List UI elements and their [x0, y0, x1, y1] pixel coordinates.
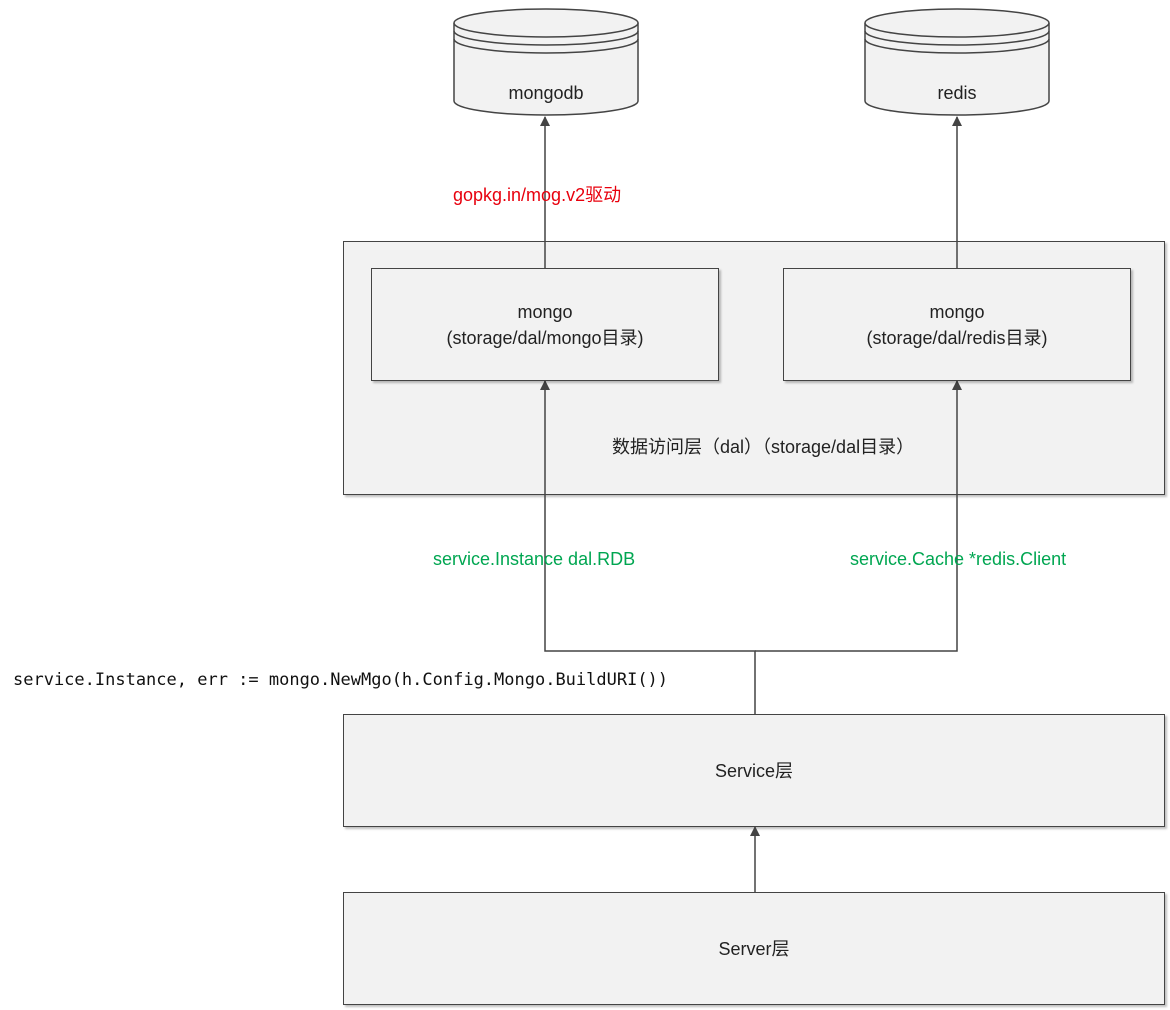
dal-mongo-title: mongo: [517, 301, 573, 322]
service-layer-label: Service层: [714, 760, 794, 781]
instance-edge-label: service.Instance dal.RDB: [433, 549, 636, 569]
driver-label: gopkg.in/mog.v2驱动: [453, 185, 622, 205]
dal-redis-title: mongo: [929, 301, 985, 322]
mongodb-label: mongodb: [508, 83, 584, 103]
server-layer-label: Server层: [718, 938, 790, 959]
code-snippet: service.Instance, err := mongo.NewMgo(h.…: [13, 670, 669, 690]
dal-redis-subtitle: (storage/dal/redis目录): [866, 327, 1048, 348]
server-layer: Server层: [343, 892, 1165, 1005]
database-cylinder-icon: [453, 8, 639, 116]
redis-database: redis: [863, 5, 1051, 117]
dal-mongo-subtitle: (storage/dal/mongo目录): [446, 327, 644, 348]
service-layer: Service层: [343, 714, 1165, 827]
dal-layer-label: 数据访问层（dal）（storage/dal目录）: [612, 437, 915, 457]
dal-mongo-box: mongo (storage/dal/mongo目录): [371, 268, 719, 381]
redis-label: redis: [937, 83, 977, 103]
dal-redis-box: mongo (storage/dal/redis目录): [783, 268, 1131, 381]
mongodb-database: mongodb: [452, 5, 640, 117]
cache-edge-label: service.Cache *redis.Client: [850, 549, 1067, 569]
database-cylinder-icon: [864, 8, 1050, 116]
